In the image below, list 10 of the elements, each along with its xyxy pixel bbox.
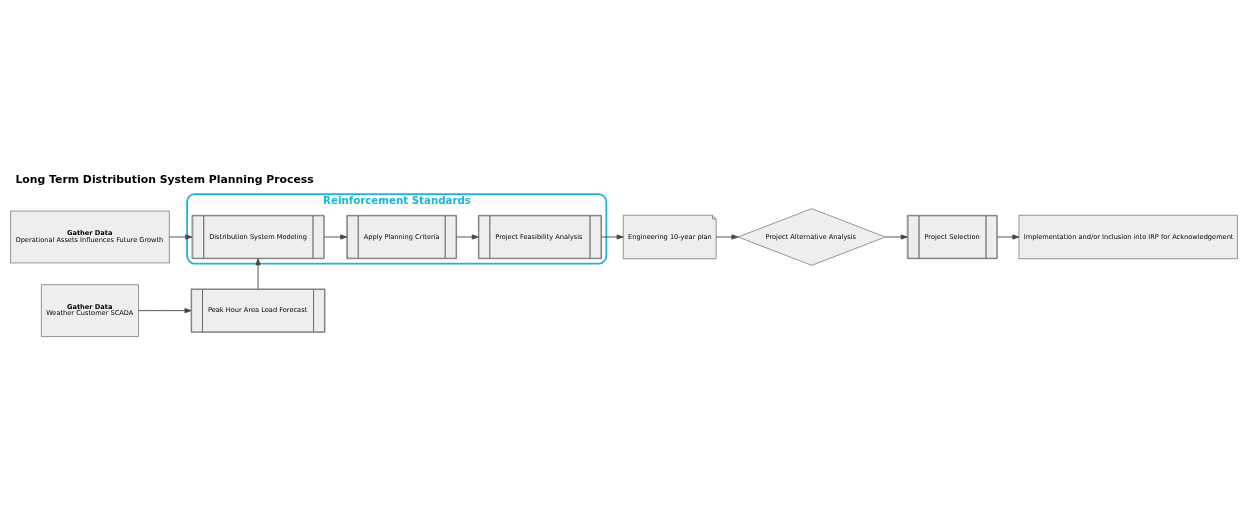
arrow bbox=[601, 233, 624, 240]
arrow bbox=[715, 233, 739, 240]
arrow bbox=[456, 233, 479, 240]
diagram-title: Long Term Distribution System Planning Process bbox=[15, 172, 314, 186]
arrow bbox=[885, 233, 908, 240]
arrow bbox=[996, 233, 1020, 240]
arrow bbox=[138, 307, 192, 313]
arrow bbox=[323, 233, 348, 240]
arrow bbox=[168, 233, 193, 240]
arrow bbox=[255, 257, 261, 289]
